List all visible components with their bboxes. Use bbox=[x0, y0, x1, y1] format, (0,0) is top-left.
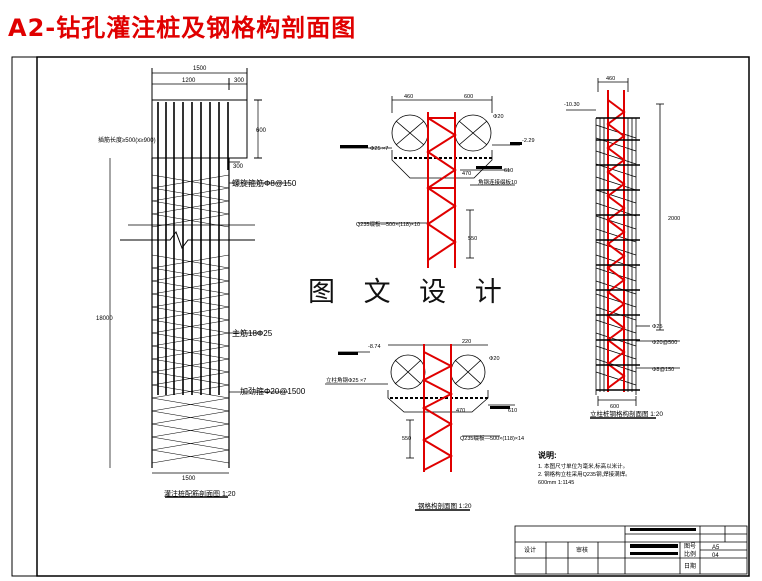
dim-gap: 300 bbox=[233, 164, 244, 170]
dim-detail-bottom-a: -8.74 bbox=[368, 344, 381, 350]
watermark-text: 图 文 设 计 bbox=[308, 277, 512, 308]
label-detail-top-rebar: Φ25 ×7 bbox=[370, 146, 388, 152]
dim-detail-bottom-c: Φ20 bbox=[489, 356, 500, 362]
label-main-bar: 主筋18Φ25 bbox=[232, 328, 273, 338]
dim-top-total: 1500 bbox=[193, 66, 207, 72]
dim-detail-bottom-e: 550 bbox=[402, 436, 411, 442]
dim-detail-top-b: 600 bbox=[464, 94, 473, 100]
caption-lattice-section: 钢格构剖面图 1:20 bbox=[418, 501, 472, 510]
title-block bbox=[514, 525, 748, 575]
title-block-scale: 比例 bbox=[684, 550, 696, 558]
dim-detail-top-a: 460 bbox=[404, 94, 413, 100]
title-block-fills bbox=[630, 528, 696, 555]
label-column-c: Φ8@150 bbox=[652, 367, 674, 373]
label-detail-top-ref: 610 bbox=[504, 168, 513, 174]
notes-title: 说明: bbox=[538, 450, 557, 460]
dim-column-height: 2000 bbox=[668, 216, 680, 222]
dim-left-part: 1200 bbox=[182, 78, 196, 84]
dim-detail-bottom-d: 470 bbox=[456, 408, 465, 414]
dim-detail-top-c: Φ20 bbox=[493, 114, 504, 120]
lattice-detail-top bbox=[340, 96, 522, 268]
title-block-review: 审核 bbox=[576, 546, 588, 554]
dim-column-top: 460 bbox=[606, 76, 615, 82]
label-detail-bottom-rebar: 立柱角钢Φ25 ×7 bbox=[326, 376, 366, 384]
dim-column-level: -10.30 bbox=[564, 102, 580, 108]
label-detail-top-note-b: 角钢连接缀板10 bbox=[478, 178, 517, 186]
dim-bottom: 1500 bbox=[182, 476, 196, 482]
label-column-a: Φ25 bbox=[652, 324, 663, 330]
dim-pile-length: 18000 bbox=[96, 316, 113, 322]
dim-detail-top-f: 550 bbox=[468, 236, 477, 242]
label-detail-bottom-plate: Q235缀板—500×(118)×14 bbox=[460, 434, 524, 442]
label-column-b: Φ20@500 bbox=[652, 340, 677, 346]
caption-pile-section: 灌注桩配筋剖面图 1:20 bbox=[164, 489, 236, 498]
dim-detail-bottom-b: 220 bbox=[462, 339, 471, 345]
title-block-design: 设计 bbox=[524, 546, 536, 554]
pile-section bbox=[109, 68, 290, 498]
dim-cap-height: 600 bbox=[256, 128, 267, 134]
notes-block: 说明: 1. 本图尺寸单位为毫米,标高以米计。 2. 钢格构立柱采用Q235钢,… bbox=[538, 450, 631, 486]
label-stiffener-ring: 加劲箍Φ20@1500 bbox=[240, 386, 306, 396]
title-block-date: 日期 bbox=[684, 562, 696, 570]
label-anchor-note: 插筋长度≥500(x≥900) bbox=[98, 136, 156, 144]
title-block-number: 04 bbox=[712, 553, 719, 559]
title-block-sheet: A5 bbox=[712, 545, 720, 551]
outer-frame bbox=[11, 56, 750, 577]
dim-detail-top-e: 470 bbox=[462, 171, 471, 177]
dim-right-part: 300 bbox=[234, 78, 245, 84]
label-spiral-stirrup: 螺旋箍筋Φ8@150 bbox=[232, 178, 297, 188]
notes-line-3: 600mm 1:1145 bbox=[538, 480, 574, 486]
title-block-drawing-no: 图号 bbox=[684, 543, 696, 550]
label-detail-top-note-c: Q235缀板—500×(118)×10 bbox=[356, 220, 420, 228]
dim-column-bottom: 600 bbox=[610, 404, 619, 410]
lattice-detail-bottom bbox=[325, 344, 515, 511]
notes-line-1: 1. 本图尺寸单位为毫米,标高以米计。 bbox=[538, 462, 628, 470]
drawing-title: A2-钻孔灌注桩及钢格构剖面图 bbox=[8, 14, 357, 42]
inner-frame bbox=[36, 56, 750, 577]
dim-detail-top-d: -2.29 bbox=[522, 138, 535, 144]
caption-column-section: 立柱桩钢格构剖面图 1:20 bbox=[590, 409, 663, 418]
notes-line-2: 2. 钢格构立柱采用Q235钢,焊接满焊。 bbox=[538, 470, 631, 478]
column-section bbox=[566, 78, 680, 419]
dim-detail-bottom-f: 610 bbox=[508, 408, 517, 414]
